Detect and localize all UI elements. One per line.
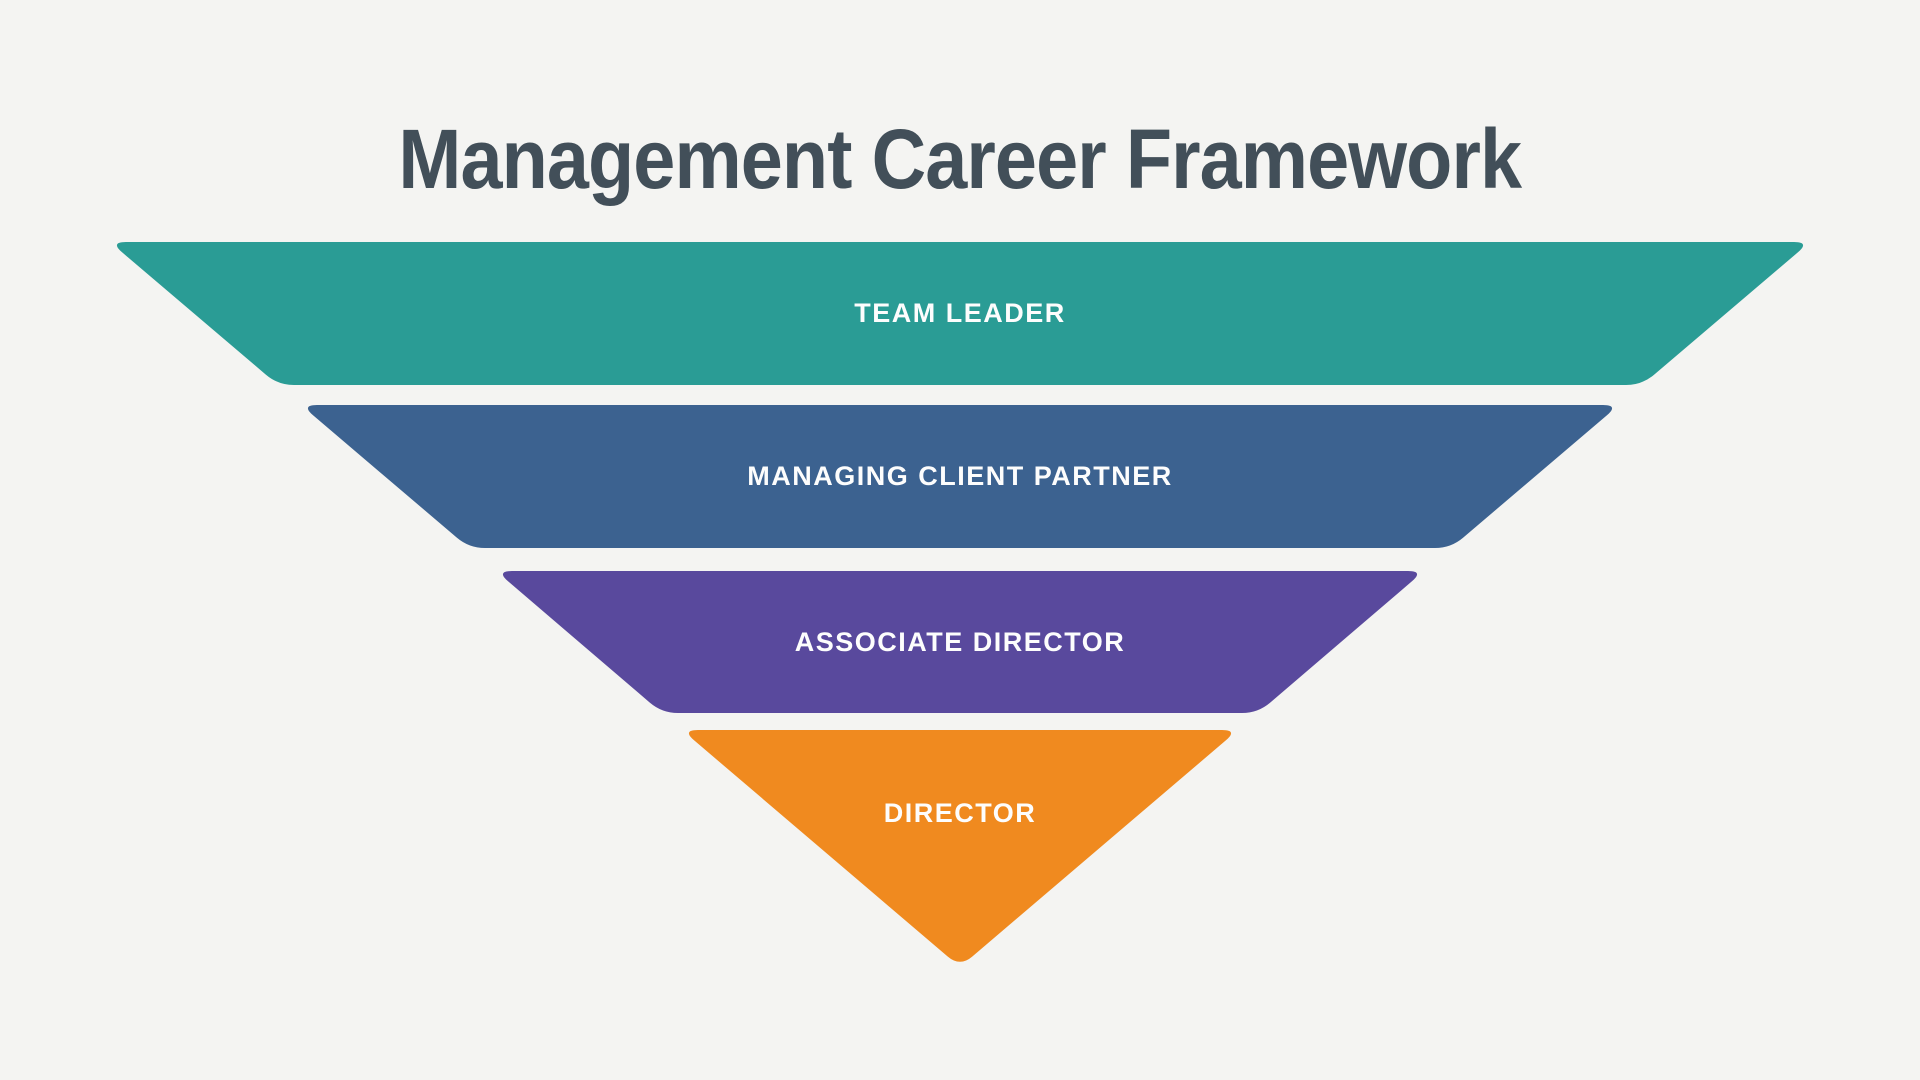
funnel-segment-managing-client-partner — [307, 405, 1613, 548]
page-title-text: Management Career Framework — [398, 111, 1523, 206]
page-title: Management Career Framework — [0, 104, 1920, 214]
funnel-segment-director — [688, 730, 1232, 962]
funnel-segment-associate-director — [502, 571, 1418, 713]
funnel-segment-team-leader — [116, 242, 1804, 385]
